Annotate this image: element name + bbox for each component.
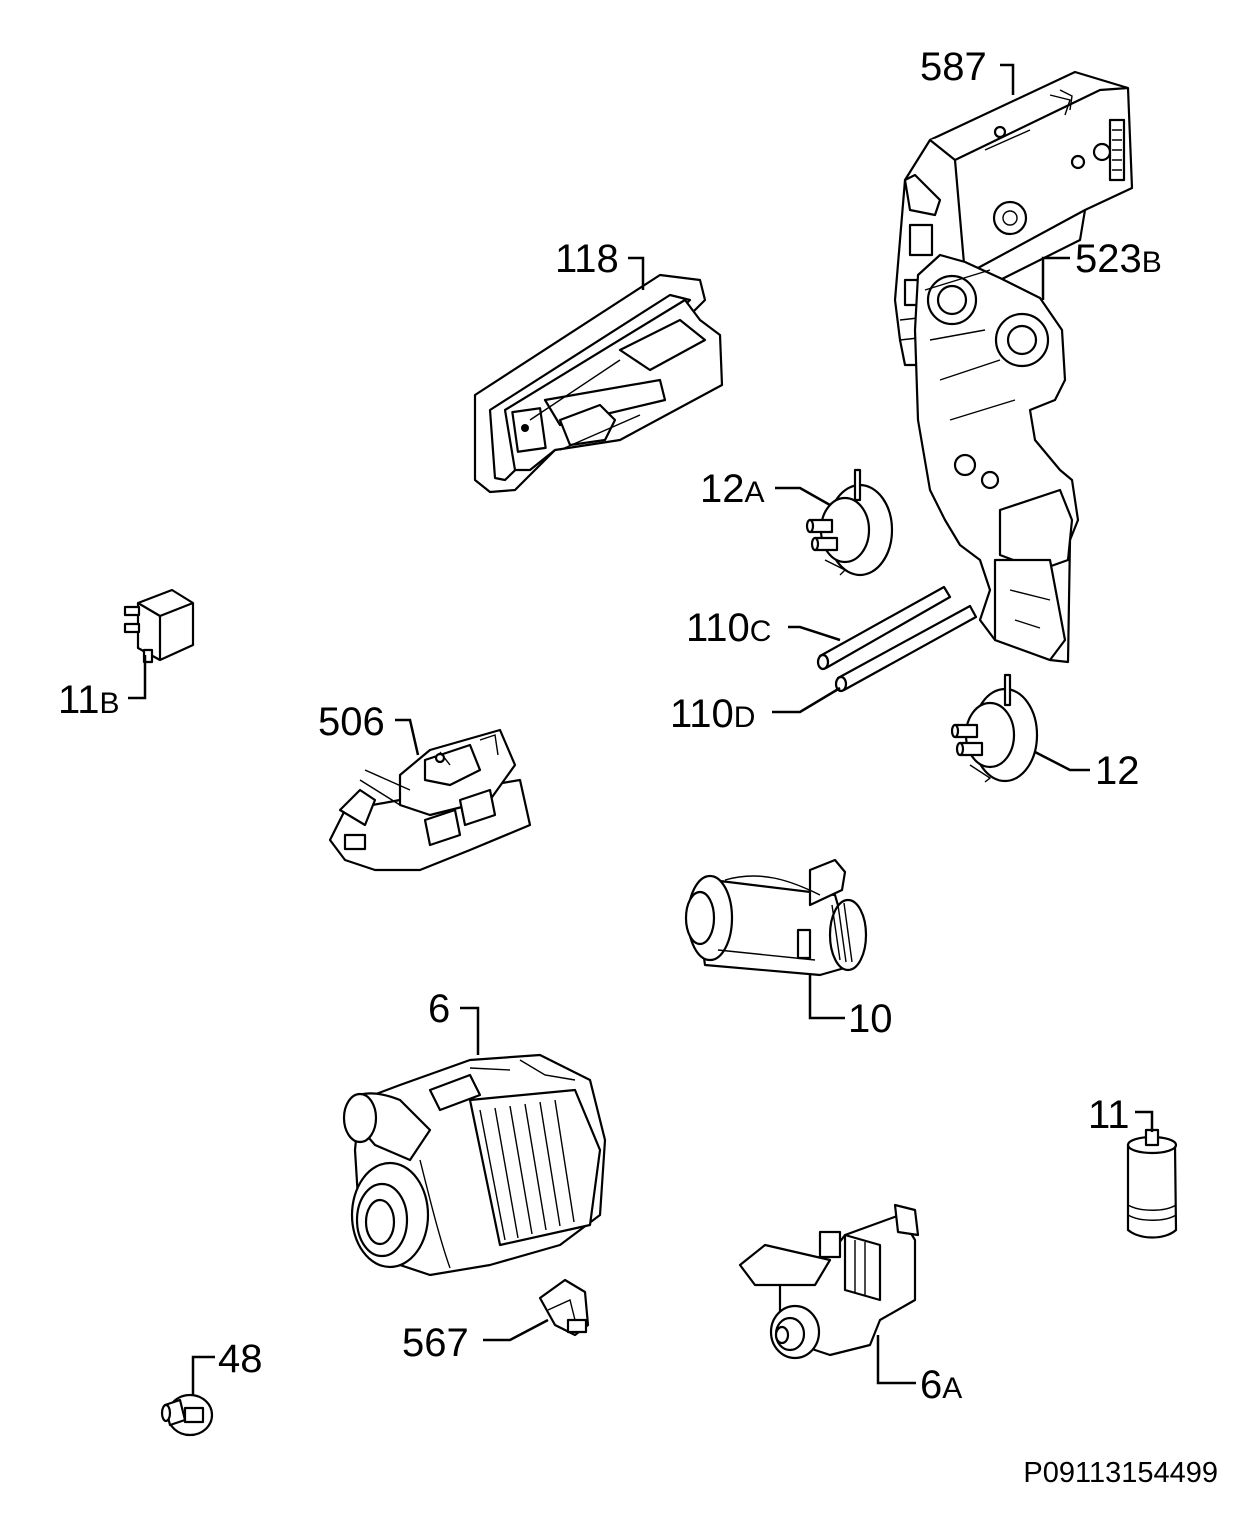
leader-6A xyxy=(876,1335,916,1385)
leader-587 xyxy=(1000,63,1015,95)
part-6A-drain-pump[interactable] xyxy=(738,1203,920,1360)
label-12: 12 xyxy=(1095,749,1140,793)
part-11B-relay[interactable] xyxy=(123,588,195,664)
part-10-heater[interactable] xyxy=(684,858,868,977)
part-12-pressure-switch[interactable] xyxy=(950,673,1039,783)
part-118-dispenser[interactable] xyxy=(473,273,724,494)
part-48-grommet[interactable] xyxy=(160,1393,214,1437)
leader-12A xyxy=(775,486,831,507)
part-506-sensor-bracket[interactable] xyxy=(328,728,532,872)
label-118: 118 xyxy=(555,237,619,281)
leader-lines xyxy=(128,63,1154,1395)
label-506: 506 xyxy=(318,700,385,744)
label-110C: 110C xyxy=(686,606,771,650)
leader-48 xyxy=(191,1355,215,1395)
leader-110C xyxy=(788,625,841,642)
reference-code: P09113154499 xyxy=(1023,1457,1218,1489)
part-labels: 587 118 523B 12A 110C 110D 12 11B 506 10… xyxy=(58,45,1162,1407)
leader-110D xyxy=(772,686,841,714)
leader-506 xyxy=(395,718,420,756)
part-12A-pressure-switch[interactable] xyxy=(805,468,894,577)
leader-10 xyxy=(808,975,845,1020)
label-523B: 523B xyxy=(1075,237,1162,281)
part-567-clip[interactable] xyxy=(538,1278,590,1337)
label-12A: 12A xyxy=(700,467,765,511)
label-567: 567 xyxy=(402,1321,469,1365)
part-6-circulation-pump[interactable] xyxy=(342,1053,607,1277)
label-10: 10 xyxy=(848,997,893,1041)
leader-11B xyxy=(128,655,147,700)
part-11-capacitor[interactable] xyxy=(1126,1128,1178,1239)
label-11B: 11B xyxy=(58,678,120,722)
leader-12 xyxy=(1034,750,1090,772)
part-523B-bracket-assembly[interactable] xyxy=(913,253,1080,664)
leader-118 xyxy=(628,256,645,290)
label-11: 11 xyxy=(1088,1093,1130,1137)
label-6: 6 xyxy=(428,987,450,1031)
label-6A: 6A xyxy=(920,1363,962,1407)
leader-523B xyxy=(1041,256,1070,300)
leader-11 xyxy=(1135,1110,1154,1132)
label-110D: 110D xyxy=(670,692,755,736)
label-48: 48 xyxy=(218,1337,263,1381)
label-587: 587 xyxy=(920,45,987,89)
leader-6 xyxy=(460,1006,480,1055)
leader-567 xyxy=(483,1318,549,1342)
part-110C-tube[interactable] xyxy=(816,585,952,671)
